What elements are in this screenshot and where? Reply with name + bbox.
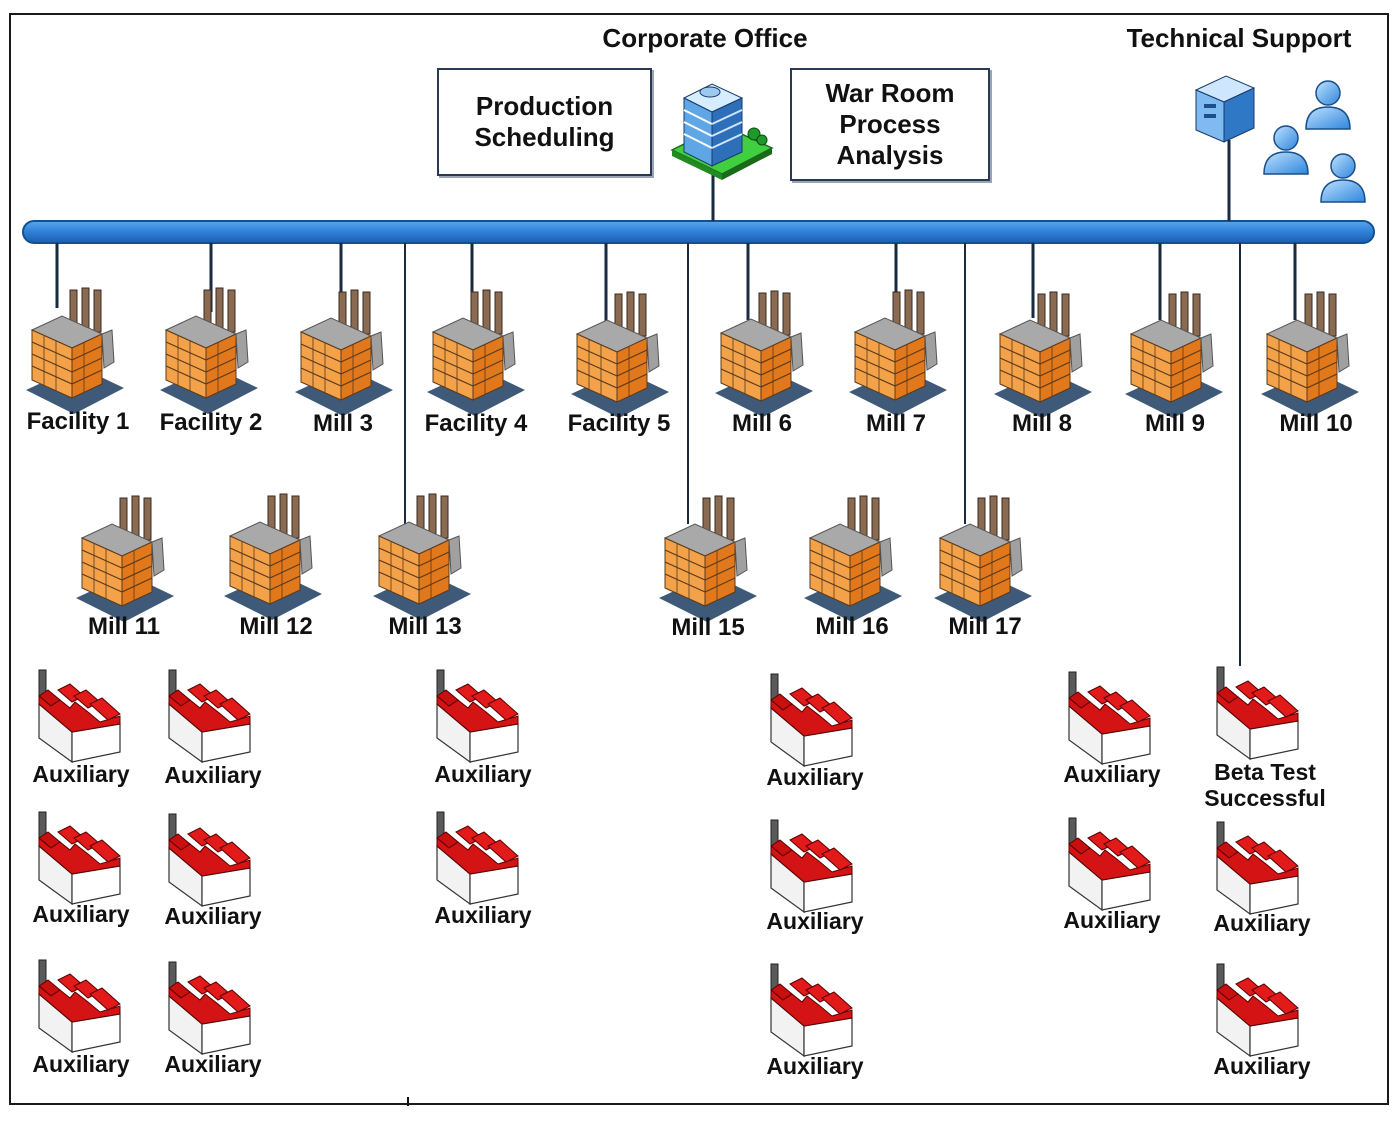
technical-support-label: Technical Support — [1126, 23, 1352, 53]
facility-label: Mill 8 — [1011, 410, 1073, 437]
auxiliary-label: Auxiliary — [1213, 1053, 1311, 1079]
facility-label: Facility 5 — [567, 410, 671, 437]
war-room-line: Analysis — [836, 140, 944, 171]
mill-icon-mill-12 — [223, 493, 323, 621]
war-room-line: War Room — [825, 77, 955, 108]
aux-icon — [38, 811, 121, 905]
aux-icon — [770, 673, 853, 767]
mill-icon-mill-3 — [294, 289, 394, 417]
facility-label: Facility 1 — [26, 408, 130, 435]
auxiliary-label: Auxiliary — [1063, 907, 1161, 933]
aux-icon — [168, 813, 251, 907]
auxiliary-label: Auxiliary — [766, 1053, 864, 1079]
auxiliary-label: Auxiliary — [32, 901, 130, 927]
aux-icon — [38, 669, 121, 763]
facility-label: Mill 6 — [731, 410, 793, 437]
aux-icon — [1216, 821, 1299, 915]
facility-label: Mill 17 — [948, 613, 1022, 640]
diagram-frame — [9, 13, 1389, 1105]
auxiliary-label: Auxiliary — [1063, 761, 1161, 787]
support-person-icon-1 — [1305, 80, 1351, 130]
support-person-icon-2 — [1263, 125, 1309, 175]
corporate-office-building-icon — [670, 83, 774, 180]
mill-icon-mill-16 — [803, 495, 903, 623]
aux-icon — [770, 963, 853, 1057]
auxiliary-label: Auxiliary — [766, 908, 864, 934]
beta-test-label: Beta Test Successful — [1204, 759, 1325, 812]
auxiliary-label: Auxiliary — [766, 764, 864, 790]
aux-icon — [770, 819, 853, 913]
support-person-icon-3 — [1320, 153, 1366, 203]
mill-icon-mill-8 — [993, 291, 1093, 419]
facility-label: Mill 11 — [87, 613, 161, 640]
aux-icon — [1216, 963, 1299, 1057]
production-scheduling-line: Production — [475, 90, 614, 121]
production-scheduling-line: Scheduling — [474, 122, 615, 152]
mill-icon-mill-17 — [933, 495, 1033, 623]
mill-icon-mill-6 — [714, 290, 814, 418]
facility-label: Facility 4 — [424, 410, 528, 437]
facility-label: Mill 12 — [239, 613, 313, 640]
auxiliary-label: Auxiliary — [434, 902, 532, 928]
mill-icon-facility-4 — [426, 289, 526, 417]
network-bus — [22, 220, 1375, 244]
auxiliary-label: Auxiliary — [434, 761, 532, 787]
auxiliary-label: Auxiliary — [32, 1051, 130, 1077]
facility-label: Mill 9 — [1144, 410, 1206, 437]
mill-icon-facility-1 — [25, 287, 125, 415]
aux-icon — [436, 669, 519, 763]
facility-label: Mill 13 — [388, 613, 462, 640]
auxiliary-label: Auxiliary — [32, 761, 130, 787]
facility-label: Facility 2 — [159, 409, 263, 436]
mill-icon-mill-11 — [75, 495, 175, 623]
facility-label: Mill 3 — [312, 410, 374, 437]
mill-icon-mill-9 — [1124, 291, 1224, 419]
aux-icon — [168, 669, 251, 763]
aux-icon — [1068, 671, 1151, 765]
auxiliary-label: Auxiliary — [164, 762, 262, 788]
beta-test-line: Beta Test — [1214, 759, 1316, 785]
aux-icon — [436, 811, 519, 905]
facility-label: Mill 15 — [671, 614, 745, 641]
war-room-line: Process — [839, 108, 941, 139]
mill-icon-mill-7 — [848, 289, 948, 417]
aux-icon — [1068, 817, 1151, 911]
mill-icon-facility-5 — [570, 291, 670, 419]
war-room-box: War Room Process Analysis — [790, 68, 990, 181]
mill-icon-mill-13 — [372, 493, 472, 621]
auxiliary-label: Auxiliary — [1213, 910, 1311, 936]
production-scheduling-box: Production Scheduling — [437, 68, 652, 176]
facility-label: Mill 10 — [1279, 410, 1353, 437]
facility-label: Mill 16 — [815, 613, 889, 640]
mill-icon-mill-15 — [658, 495, 758, 623]
server-icon — [1194, 75, 1256, 143]
facility-label: Mill 7 — [865, 410, 927, 437]
mill-icon-facility-2 — [159, 287, 259, 415]
auxiliary-label: Auxiliary — [164, 903, 262, 929]
aux-icon — [1216, 666, 1299, 760]
corporate-office-label: Corporate Office — [602, 23, 808, 53]
aux-icon — [38, 959, 121, 1053]
auxiliary-label: Auxiliary — [164, 1051, 262, 1077]
beta-test-line: Successful — [1204, 785, 1326, 812]
aux-icon — [168, 961, 251, 1055]
mill-icon-mill-10 — [1260, 291, 1360, 419]
